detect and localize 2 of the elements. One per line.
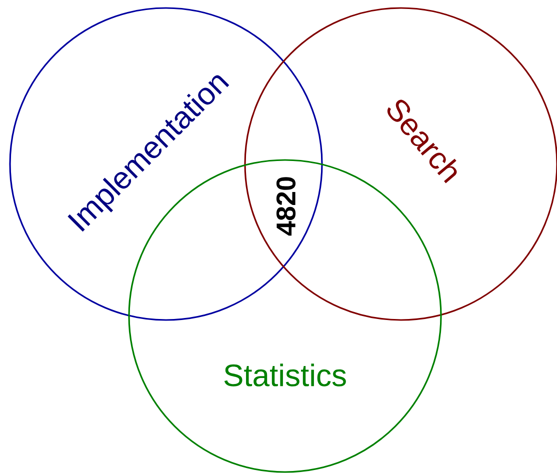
set-label: Statistics (224, 364, 346, 386)
count-label: 4820 (276, 177, 296, 236)
